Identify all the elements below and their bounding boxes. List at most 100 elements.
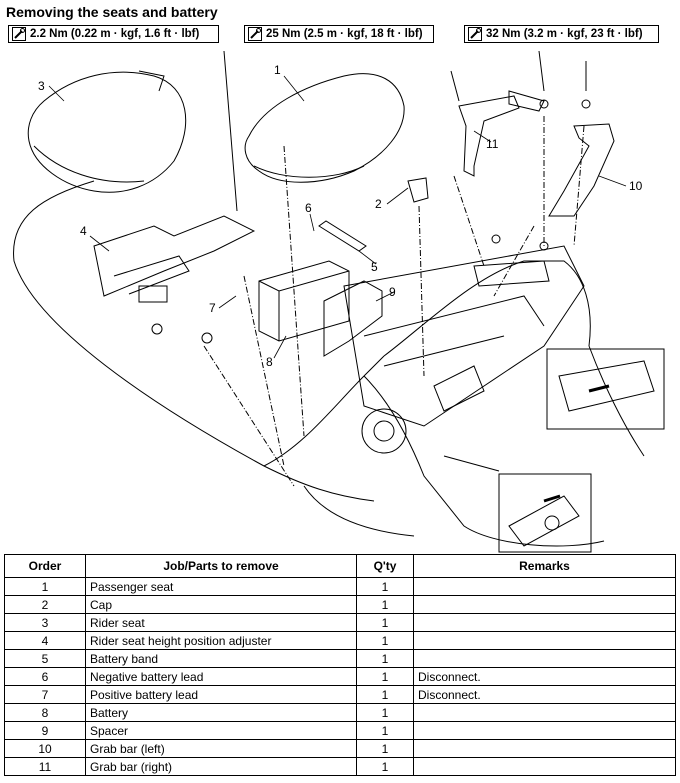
remarks-cell	[413, 703, 676, 722]
column-header-job-parts: Job/Parts to remove	[85, 554, 357, 578]
remarks-cell	[413, 721, 676, 740]
order-cell: 9	[4, 721, 86, 740]
torque-spec-3: 32 Nm (3.2 m · kgf, 23 ft · lbf)	[464, 25, 659, 43]
callout-5: 5	[371, 260, 378, 274]
remarks-cell	[413, 739, 676, 758]
part-cell: Positive battery lead	[85, 685, 357, 704]
exploded-view-diagram: 1 2 3 4 5 6 7 8 9 10 11	[13, 50, 665, 553]
remarks-cell	[413, 577, 676, 596]
part-cell: Passenger seat	[85, 577, 357, 596]
spacer-drawing	[323, 280, 383, 357]
torque-wrench-icon	[468, 27, 482, 41]
seat-height-adjuster-drawing	[93, 215, 256, 344]
table-row: 2 Cap 1	[4, 595, 676, 614]
torque-wrench-icon	[248, 27, 262, 41]
part-cell: Grab bar (right)	[85, 757, 357, 776]
qty-cell: 1	[356, 721, 414, 740]
remarks-cell	[413, 631, 676, 650]
qty-cell: 1	[356, 613, 414, 632]
remarks-cell: Disconnect.	[413, 685, 676, 704]
inset-detail-upper-content	[558, 360, 655, 412]
order-cell: 11	[4, 757, 86, 776]
inset-detail-upper	[546, 348, 665, 430]
qty-cell: 1	[356, 703, 414, 722]
table-row: 9 Spacer 1	[4, 721, 676, 740]
table-row: 4 Rider seat height position adjuster 1	[4, 631, 676, 650]
table-row: 11 Grab bar (right) 1	[4, 757, 676, 776]
table-row: 8 Battery 1	[4, 703, 676, 722]
callout-4: 4	[80, 224, 87, 238]
order-cell: 10	[4, 739, 86, 758]
battery-drawing	[258, 260, 350, 342]
table-row: 10 Grab bar (left) 1	[4, 739, 676, 758]
parts-table: Order Job/Parts to remove Q'ty Remarks 1…	[4, 554, 676, 776]
torque-spec-text: 25 Nm (2.5 m · kgf, 18 ft · lbf)	[266, 28, 423, 40]
column-header-qty: Q'ty	[356, 554, 414, 578]
order-cell: 4	[4, 631, 86, 650]
torque-spec-text: 2.2 Nm (0.22 m · kgf, 1.6 ft · lbf)	[30, 28, 200, 40]
part-cell: Rider seat height position adjuster	[85, 631, 357, 650]
table-header-row: Order Job/Parts to remove Q'ty Remarks	[4, 554, 676, 578]
qty-cell: 1	[356, 577, 414, 596]
cap-drawing	[407, 177, 429, 203]
table-row: 5 Battery band 1	[4, 649, 676, 668]
remarks-cell	[413, 613, 676, 632]
remarks-cell	[413, 649, 676, 668]
table-row: 7 Positive battery lead 1 Disconnect.	[4, 685, 676, 704]
assembly-leader-lines	[203, 116, 585, 487]
order-cell: 5	[4, 649, 86, 668]
callout-9: 9	[389, 285, 396, 299]
callout-10: 10	[629, 179, 643, 193]
part-cell: Spacer	[85, 721, 357, 740]
callout-11: 11	[486, 137, 499, 151]
page-title: Removing the seats and battery	[6, 4, 218, 20]
order-cell: 6	[4, 667, 86, 686]
callout-2: 2	[375, 197, 382, 211]
qty-cell: 1	[356, 595, 414, 614]
order-cell: 2	[4, 595, 86, 614]
qty-cell: 1	[356, 649, 414, 668]
part-cell: Negative battery lead	[85, 667, 357, 686]
battery-band-drawing	[318, 220, 367, 252]
qty-cell: 1	[356, 757, 414, 776]
table-row: 3 Rider seat 1	[4, 613, 676, 632]
order-cell: 3	[4, 613, 86, 632]
inset-pointer-line	[443, 455, 500, 472]
callout-6: 6	[305, 201, 312, 215]
callout-7: 7	[209, 301, 216, 315]
grab-bar-left-drawing	[548, 123, 615, 217]
bolt-drawings	[223, 50, 591, 212]
qty-cell: 1	[356, 667, 414, 686]
callout-leader-lines	[48, 75, 627, 359]
inset-detail-lower-content	[508, 494, 580, 547]
remarks-cell: Disconnect.	[413, 667, 676, 686]
qty-cell: 1	[356, 685, 414, 704]
table-row: 6 Negative battery lead 1 Disconnect.	[4, 667, 676, 686]
passenger-seat-drawing	[244, 73, 405, 183]
order-cell: 7	[4, 685, 86, 704]
qty-cell: 1	[356, 739, 414, 758]
rider-seat-drawing	[27, 70, 187, 193]
part-cell: Battery	[85, 703, 357, 722]
torque-spec-text: 32 Nm (3.2 m · kgf, 23 ft · lbf)	[486, 28, 643, 40]
table-row: 1 Passenger seat 1	[4, 577, 676, 596]
part-cell: Battery band	[85, 649, 357, 668]
part-cell: Cap	[85, 595, 357, 614]
torque-spec-1: 2.2 Nm (0.22 m · kgf, 1.6 ft · lbf)	[8, 25, 219, 43]
qty-cell: 1	[356, 631, 414, 650]
rear-frame-assembly	[343, 234, 585, 454]
part-cell: Rider seat	[85, 613, 357, 632]
callout-8: 8	[266, 355, 273, 369]
column-header-remarks: Remarks	[413, 554, 676, 578]
part-cell: Grab bar (left)	[85, 739, 357, 758]
order-cell: 1	[4, 577, 86, 596]
callout-1: 1	[274, 63, 281, 77]
column-header-order: Order	[4, 554, 86, 578]
motorcycle-frame-outline	[13, 180, 645, 547]
order-cell: 8	[4, 703, 86, 722]
torque-spec-2: 25 Nm (2.5 m · kgf, 18 ft · lbf)	[244, 25, 434, 43]
remarks-cell	[413, 595, 676, 614]
inset-detail-lower	[498, 473, 592, 553]
torque-wrench-icon	[12, 27, 26, 41]
callout-3: 3	[38, 79, 45, 93]
